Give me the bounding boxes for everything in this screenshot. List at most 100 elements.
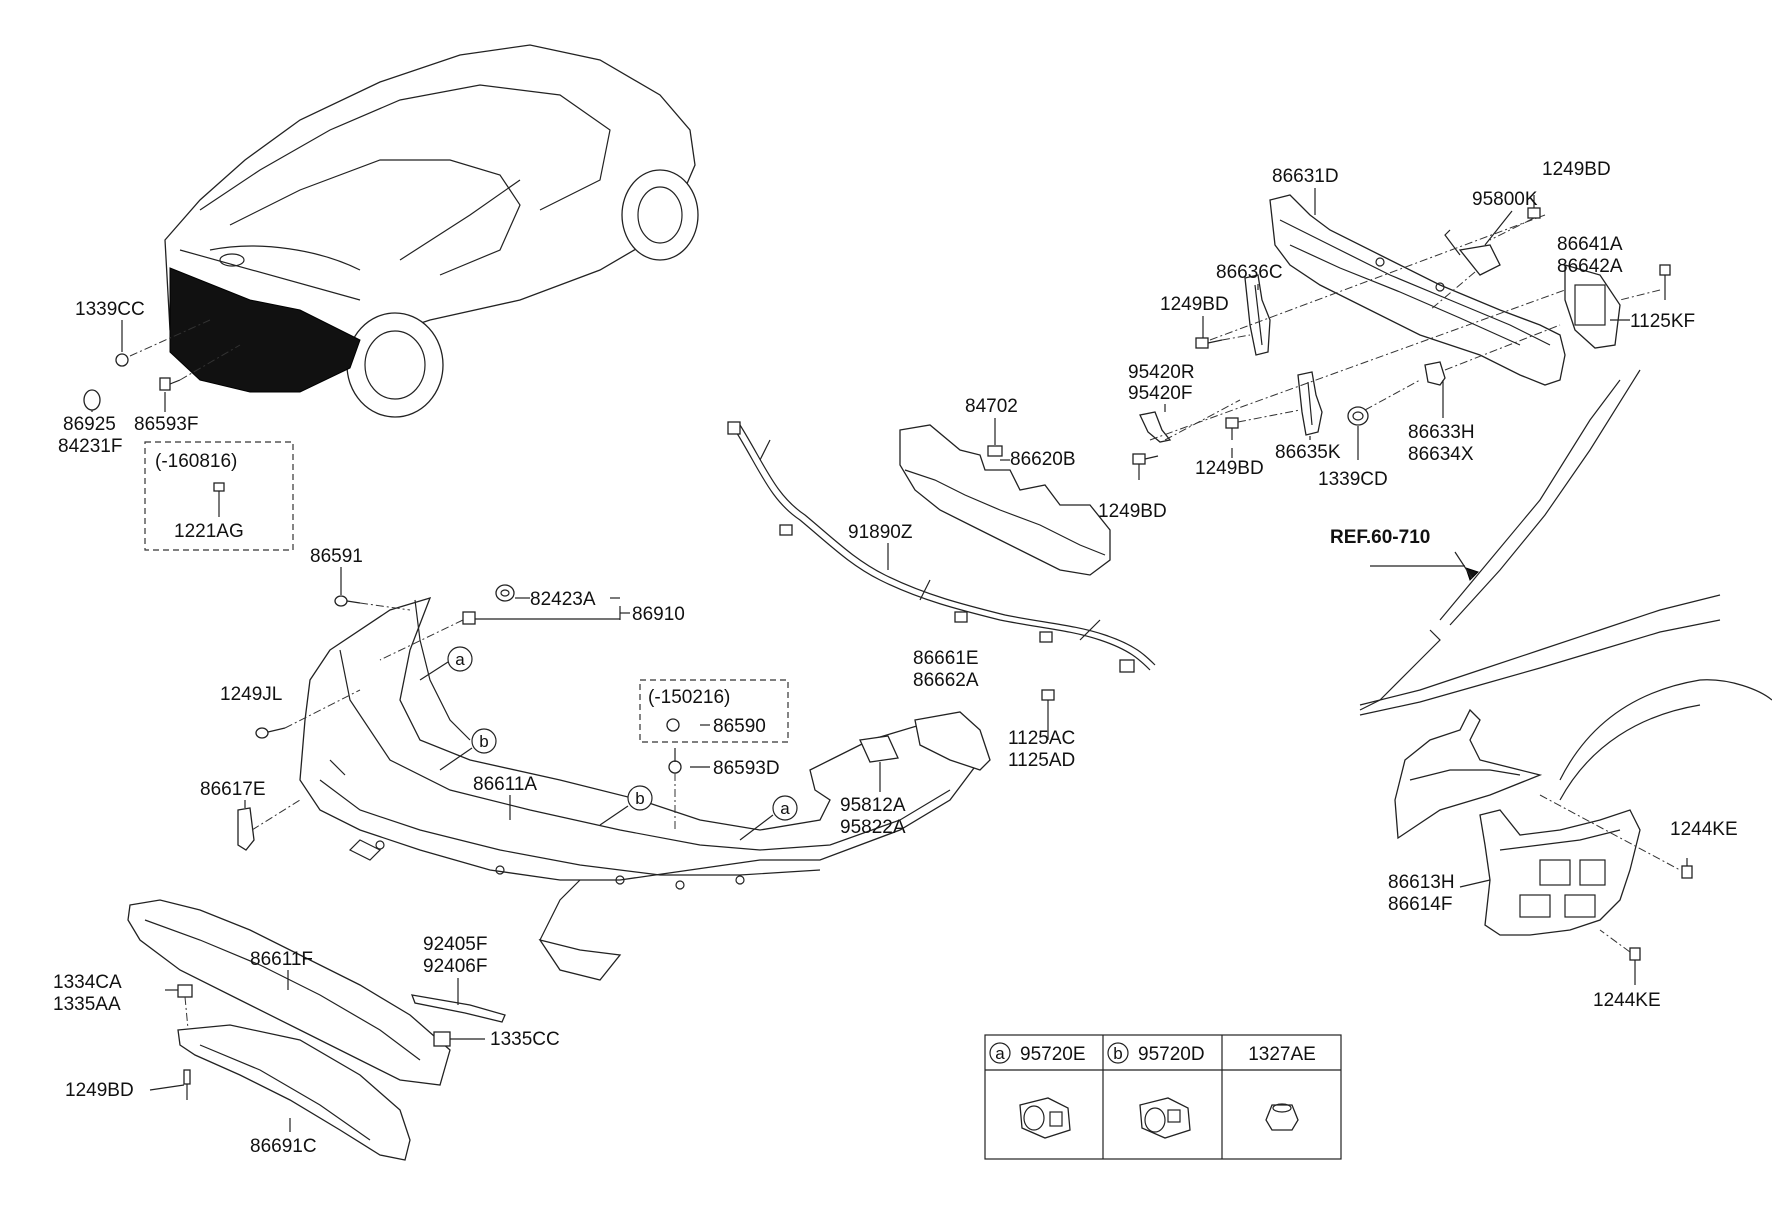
callout-b-2: b <box>599 785 653 826</box>
label-84702: 84702 <box>965 396 1018 417</box>
bolt-1125ac <box>1041 689 1055 738</box>
label-92406f: 92406F <box>423 956 487 977</box>
skid-plate-86691c <box>177 1024 411 1161</box>
label-86617e: 86617E <box>200 779 266 800</box>
label-95822a: 95822A <box>840 817 906 838</box>
label-86910: 86910 <box>632 604 685 625</box>
svg-text:a: a <box>780 799 790 818</box>
label-160816: (-160816) <box>155 451 237 472</box>
bolt-1249bd-mid <box>1195 334 1251 349</box>
cover-86617e <box>237 799 301 851</box>
fender-ref-60-710 <box>1359 369 1772 801</box>
label-86593f: 86593F <box>134 414 198 435</box>
label-95812a: 95812A <box>840 795 906 816</box>
label-86631d: 86631D <box>1272 166 1339 187</box>
sensor-b-icon <box>1139 1097 1191 1139</box>
svg-text:b: b <box>635 789 644 808</box>
label-1249bd-lower-mid: 1249BD <box>1195 458 1264 479</box>
label-86613h: 86613H <box>1388 872 1455 893</box>
label-86590: 86590 <box>713 716 766 737</box>
bracket-86641a <box>1564 264 1621 349</box>
bolt-1249bd-lower <box>183 1069 191 1100</box>
bracket-95420r <box>1139 399 1241 443</box>
label-86591: 86591 <box>310 546 363 567</box>
bolt-86591 <box>334 595 411 611</box>
label-1249bd-top: 1249BD <box>1542 159 1611 180</box>
label-1334ca: 1334CA <box>53 972 122 993</box>
label-1249bd-mid: 1249BD <box>1160 294 1229 315</box>
label-86611f: 86611F <box>250 949 313 970</box>
legend-callout-a: a <box>995 1044 1005 1063</box>
label-82423a: 82423A <box>530 589 596 610</box>
label-1125ac: 1125AC <box>1008 728 1075 749</box>
nut-1327ae-icon <box>1265 1103 1299 1131</box>
label-1339cc: 1339CC <box>75 299 145 320</box>
bolt-1249bd-lower-left <box>1132 453 1159 480</box>
lower-trim-86611f <box>127 899 451 1086</box>
label-1249jl: 1249JL <box>220 684 282 705</box>
label-91890z: 91890Z <box>848 522 913 543</box>
label-1244ke-upper: 1244KE <box>1670 819 1738 840</box>
clip-1335cc <box>433 1031 451 1047</box>
bolt-86593f <box>159 344 241 391</box>
washer-82423a <box>495 584 515 602</box>
callout-a-1: a <box>419 646 473 681</box>
label-1125kf: 1125KF <box>1630 311 1695 332</box>
clip-84702 <box>987 445 1003 457</box>
svg-text:a: a <box>455 650 465 669</box>
callout-a-2: a <box>739 795 798 841</box>
label-86662a: 86662A <box>913 670 979 691</box>
legend-code-95720e: 95720E <box>1020 1044 1086 1065</box>
fastener-1339cc <box>115 319 211 367</box>
nut-1334ca <box>177 984 193 998</box>
label-86614f: 86614F <box>1388 894 1452 915</box>
bolt-1249bd-lower-mid <box>1225 409 1301 440</box>
nut-86590 <box>666 718 680 732</box>
label-86593d: 86593D <box>713 758 780 779</box>
label-86611a: 86611A <box>473 774 537 795</box>
leader-lines <box>91 188 1630 1132</box>
label-1249bd-lower: 1249BD <box>65 1080 134 1101</box>
label-1335aa: 1335AA <box>53 994 121 1015</box>
label-84231f: 84231F <box>58 436 122 457</box>
car-illustration <box>164 44 699 418</box>
label-1221ag: 1221AG <box>174 521 244 542</box>
label-95800k: 95800K <box>1472 189 1538 210</box>
box-150216 <box>639 679 789 743</box>
label-ref-60-710: REF.60-710 <box>1330 527 1430 548</box>
nut-1339cd <box>1347 379 1421 460</box>
module-95812a <box>859 735 899 792</box>
label-86661e: 86661E <box>913 648 979 669</box>
label-86636c: 86636C <box>1216 262 1283 283</box>
legend-code-1327ae: 1327AE <box>1248 1044 1316 1065</box>
clip-1221ag <box>213 482 225 505</box>
label-86691c: 86691C <box>250 1136 317 1157</box>
svg-text:b: b <box>479 732 488 751</box>
label-86633h: 86633H <box>1408 422 1475 443</box>
fender-bracket-86613h <box>1479 809 1641 936</box>
sensor-a-icon <box>1019 1097 1071 1139</box>
bolt-1249bd-top <box>1489 195 1541 241</box>
label-1335cc: 1335CC <box>490 1029 560 1050</box>
label-92405f: 92405F <box>423 934 487 955</box>
label-1244ke-lower: 1244KE <box>1593 990 1661 1011</box>
legend-callout-b: b <box>1113 1044 1122 1063</box>
legend-code-95720d: 95720D <box>1138 1044 1205 1065</box>
label-86635k: 86635K <box>1275 442 1341 463</box>
bracket-86633h <box>1424 324 1561 405</box>
label-86620b: 86620B <box>1010 449 1076 470</box>
label-1339cd: 1339CD <box>1318 469 1388 490</box>
label-95420r: 95420R <box>1128 362 1195 383</box>
label-86641a: 86641A <box>1557 234 1623 255</box>
box-160816 <box>144 441 294 551</box>
label-95420f: 95420F <box>1128 383 1192 404</box>
fender-bracket-upper <box>1394 708 1543 840</box>
cap-86925 <box>83 389 101 411</box>
label-86925: 86925 <box>63 414 116 435</box>
bracket-86636c <box>1244 274 1271 356</box>
label-150216: (-150216) <box>648 687 730 708</box>
part-labels: 1339CC 86925 84231F 86593F (-160816) 122… <box>53 159 1738 1157</box>
label-86642a: 86642A <box>1557 256 1623 277</box>
retainer-86910 <box>462 611 476 625</box>
